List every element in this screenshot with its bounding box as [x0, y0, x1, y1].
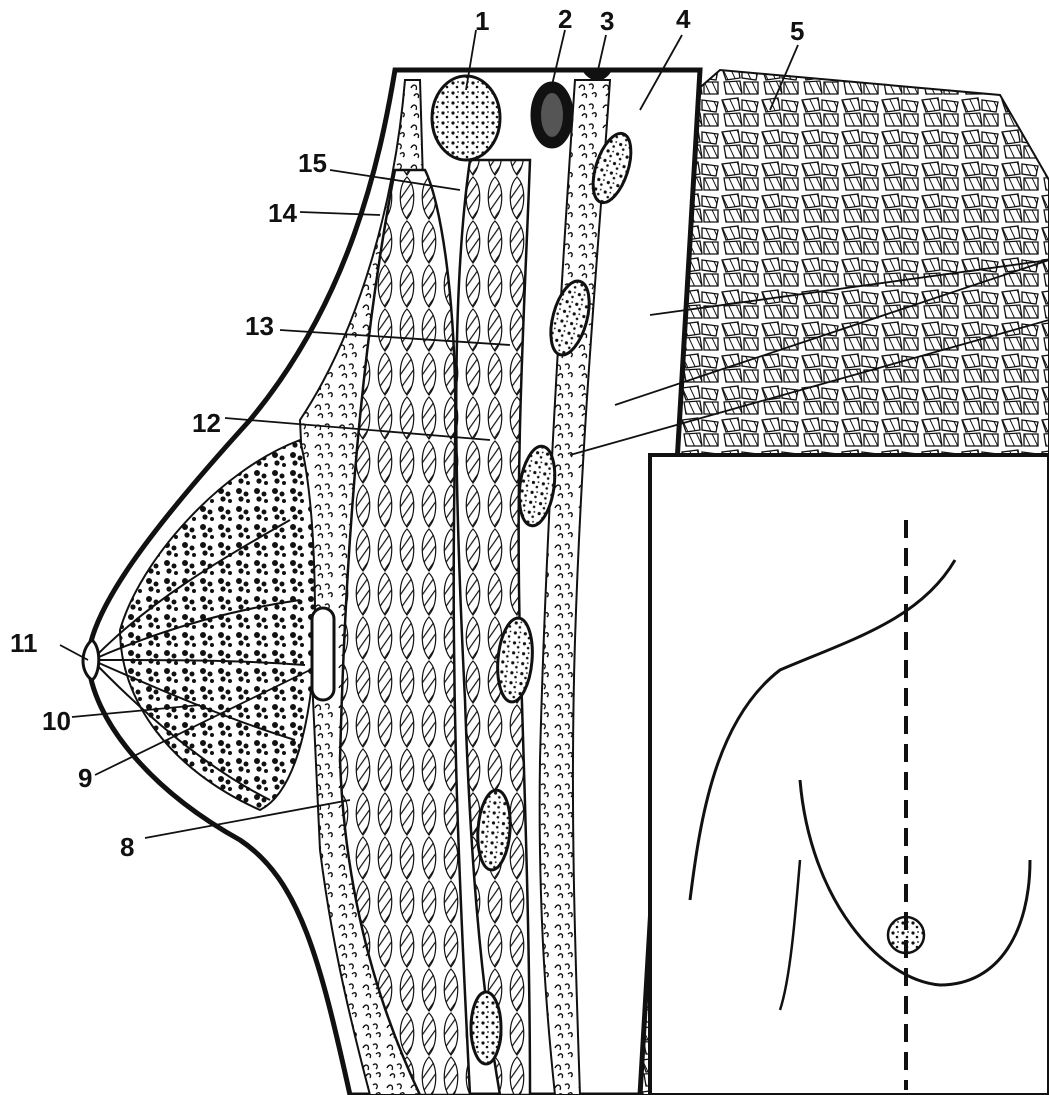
label-12: 12	[192, 408, 221, 438]
label-11: 11	[10, 628, 38, 658]
label-2: 2	[558, 4, 572, 34]
label-10: 10	[42, 706, 71, 736]
nipple	[83, 640, 99, 680]
label-9: 9	[78, 763, 92, 793]
label-13: 13	[245, 311, 274, 341]
vessel-lumen	[541, 93, 563, 137]
label-1: 1	[475, 6, 489, 36]
inset-panel	[650, 455, 1049, 1095]
label-3: 3	[600, 6, 614, 36]
label-8: 8	[120, 832, 134, 862]
label-4: 4	[676, 4, 691, 34]
label-5: 5	[790, 16, 804, 46]
label-14: 14	[268, 198, 297, 228]
label-15: 15	[298, 148, 327, 178]
duct-cross-section	[312, 608, 334, 700]
